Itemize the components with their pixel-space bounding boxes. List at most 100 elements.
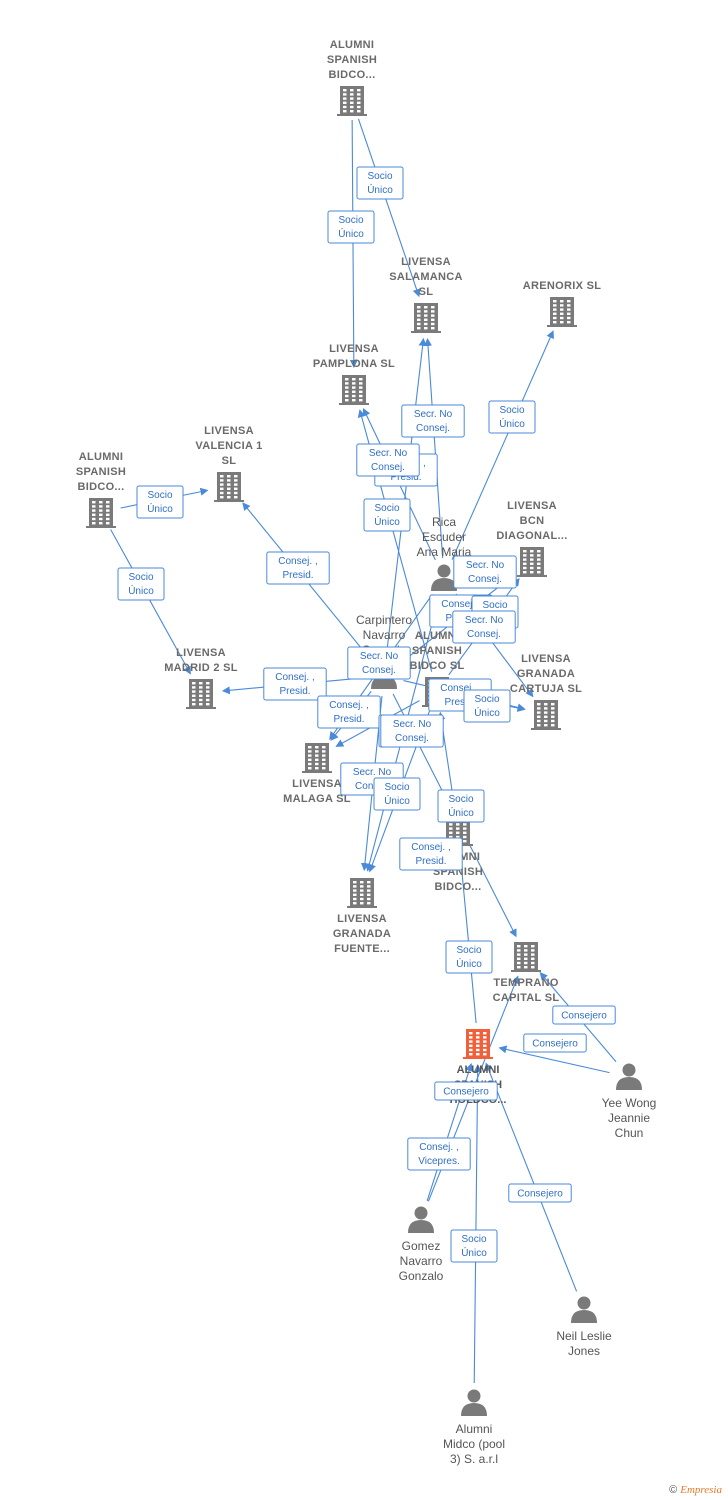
badge-label-line: Socio	[384, 782, 409, 793]
node-label-line: VALENCIA 1	[195, 440, 262, 452]
node-label-line: BIDCO...	[77, 481, 124, 493]
relation-badge[interactable]: Consejero	[552, 1005, 616, 1025]
badge-frame	[399, 837, 463, 871]
badge-label-line: Consej. ,	[278, 556, 317, 567]
node-fuente[interactable]: LIVENSAGRANADAFUENTE...	[333, 878, 391, 955]
node-label-line: Neil Leslie	[556, 1329, 612, 1343]
node-label-line: TEMPRANO	[493, 977, 558, 989]
node-bidco_left[interactable]: ALUMNI SPANISH BIDCO...	[76, 451, 126, 528]
building-icon	[511, 942, 541, 972]
node-label-line: ARENORIX SL	[523, 280, 601, 292]
node-label-line: BIDCO...	[434, 881, 481, 893]
badge-label-line: Único	[461, 1246, 487, 1259]
node-malaga[interactable]: LIVENSA MALAGA SL	[283, 743, 351, 805]
edge-rica-to-arenorix	[451, 330, 554, 560]
relation-badge[interactable]: Consej. ,Presid.	[399, 837, 463, 871]
node-label-line: LIVENSA	[204, 425, 254, 437]
node-label-line: Midco (pool	[443, 1437, 505, 1451]
badge-label-line: Consej.	[468, 574, 502, 585]
badge-label-line: Consej.	[467, 629, 501, 640]
copyright-symbol: ©	[669, 1484, 678, 1496]
node-label-line: Escuder	[422, 530, 466, 544]
relation-badge[interactable]: Consej. ,Presid.	[317, 695, 381, 729]
badge-label-line: Secr. No	[353, 767, 392, 778]
building-icon	[517, 547, 547, 577]
badge-frame	[463, 689, 511, 723]
node-bcn[interactable]: LIVENSABCNDIAGONAL...	[496, 500, 567, 577]
relation-badge[interactable]: Consejero	[523, 1033, 587, 1053]
node-label-line: SPANISH	[76, 466, 126, 478]
building-icon	[339, 375, 369, 405]
badge-label-line: Único	[367, 183, 393, 196]
node-label-line: SPANISH	[412, 645, 462, 657]
badge-label-line: Socio	[474, 694, 499, 705]
badge-label-line: Socio	[147, 490, 172, 501]
badge-label-line: Único	[499, 417, 525, 430]
building-icon	[411, 303, 441, 333]
node-label-line: LIVENSA	[521, 653, 571, 665]
node-label-line: LIVENSA	[292, 778, 342, 790]
badge-frame	[552, 1005, 616, 1025]
relation-badge[interactable]: Consej. ,Vicepres.	[407, 1137, 471, 1171]
relation-badge[interactable]: Consejero	[508, 1183, 572, 1203]
person-icon	[431, 564, 457, 591]
node-label-line: Alumni	[456, 1422, 493, 1436]
node-label-line: ALUMNI	[79, 451, 124, 463]
edge-neil-to-holdco	[484, 1062, 578, 1292]
copyright-notice: © Empresia	[669, 1484, 722, 1496]
relation-badge[interactable]: Consej. ,Presid.	[263, 667, 327, 701]
badge-label-line: Secr. No	[360, 651, 399, 662]
node-bidco_top[interactable]: ALUMNISPANISHBIDCO...	[327, 39, 377, 116]
badge-frame	[363, 498, 411, 532]
badge-label-line: Presid.	[282, 570, 313, 581]
node-label-line: ALUMNI	[330, 39, 375, 51]
edge-midco-to-holdco	[473, 1063, 482, 1384]
brand-logo[interactable]: Empresia	[680, 1484, 722, 1496]
relation-badge[interactable]: Consejero	[434, 1081, 498, 1101]
person-icon	[408, 1206, 434, 1233]
node-arenorix[interactable]: ARENORIX SL	[523, 280, 601, 327]
node-label-line: Navarro	[363, 628, 406, 642]
badge-label-line: Presid.	[390, 472, 421, 483]
badge-label-line: Socio	[338, 215, 363, 226]
badge-label-line: Consej. ,	[441, 599, 480, 610]
relation-badge[interactable]: Consej. , Presid.	[266, 551, 330, 585]
badge-frame	[488, 400, 536, 434]
badge-label-line: Socio	[482, 600, 507, 611]
badge-frame	[407, 1137, 471, 1171]
badge-label-line: Socio	[448, 794, 473, 805]
badge-label-line: Consejero	[532, 1039, 578, 1050]
badge-frame	[434, 1081, 498, 1101]
node-label-line: MALAGA SL	[283, 793, 351, 805]
person-icon	[616, 1063, 642, 1090]
